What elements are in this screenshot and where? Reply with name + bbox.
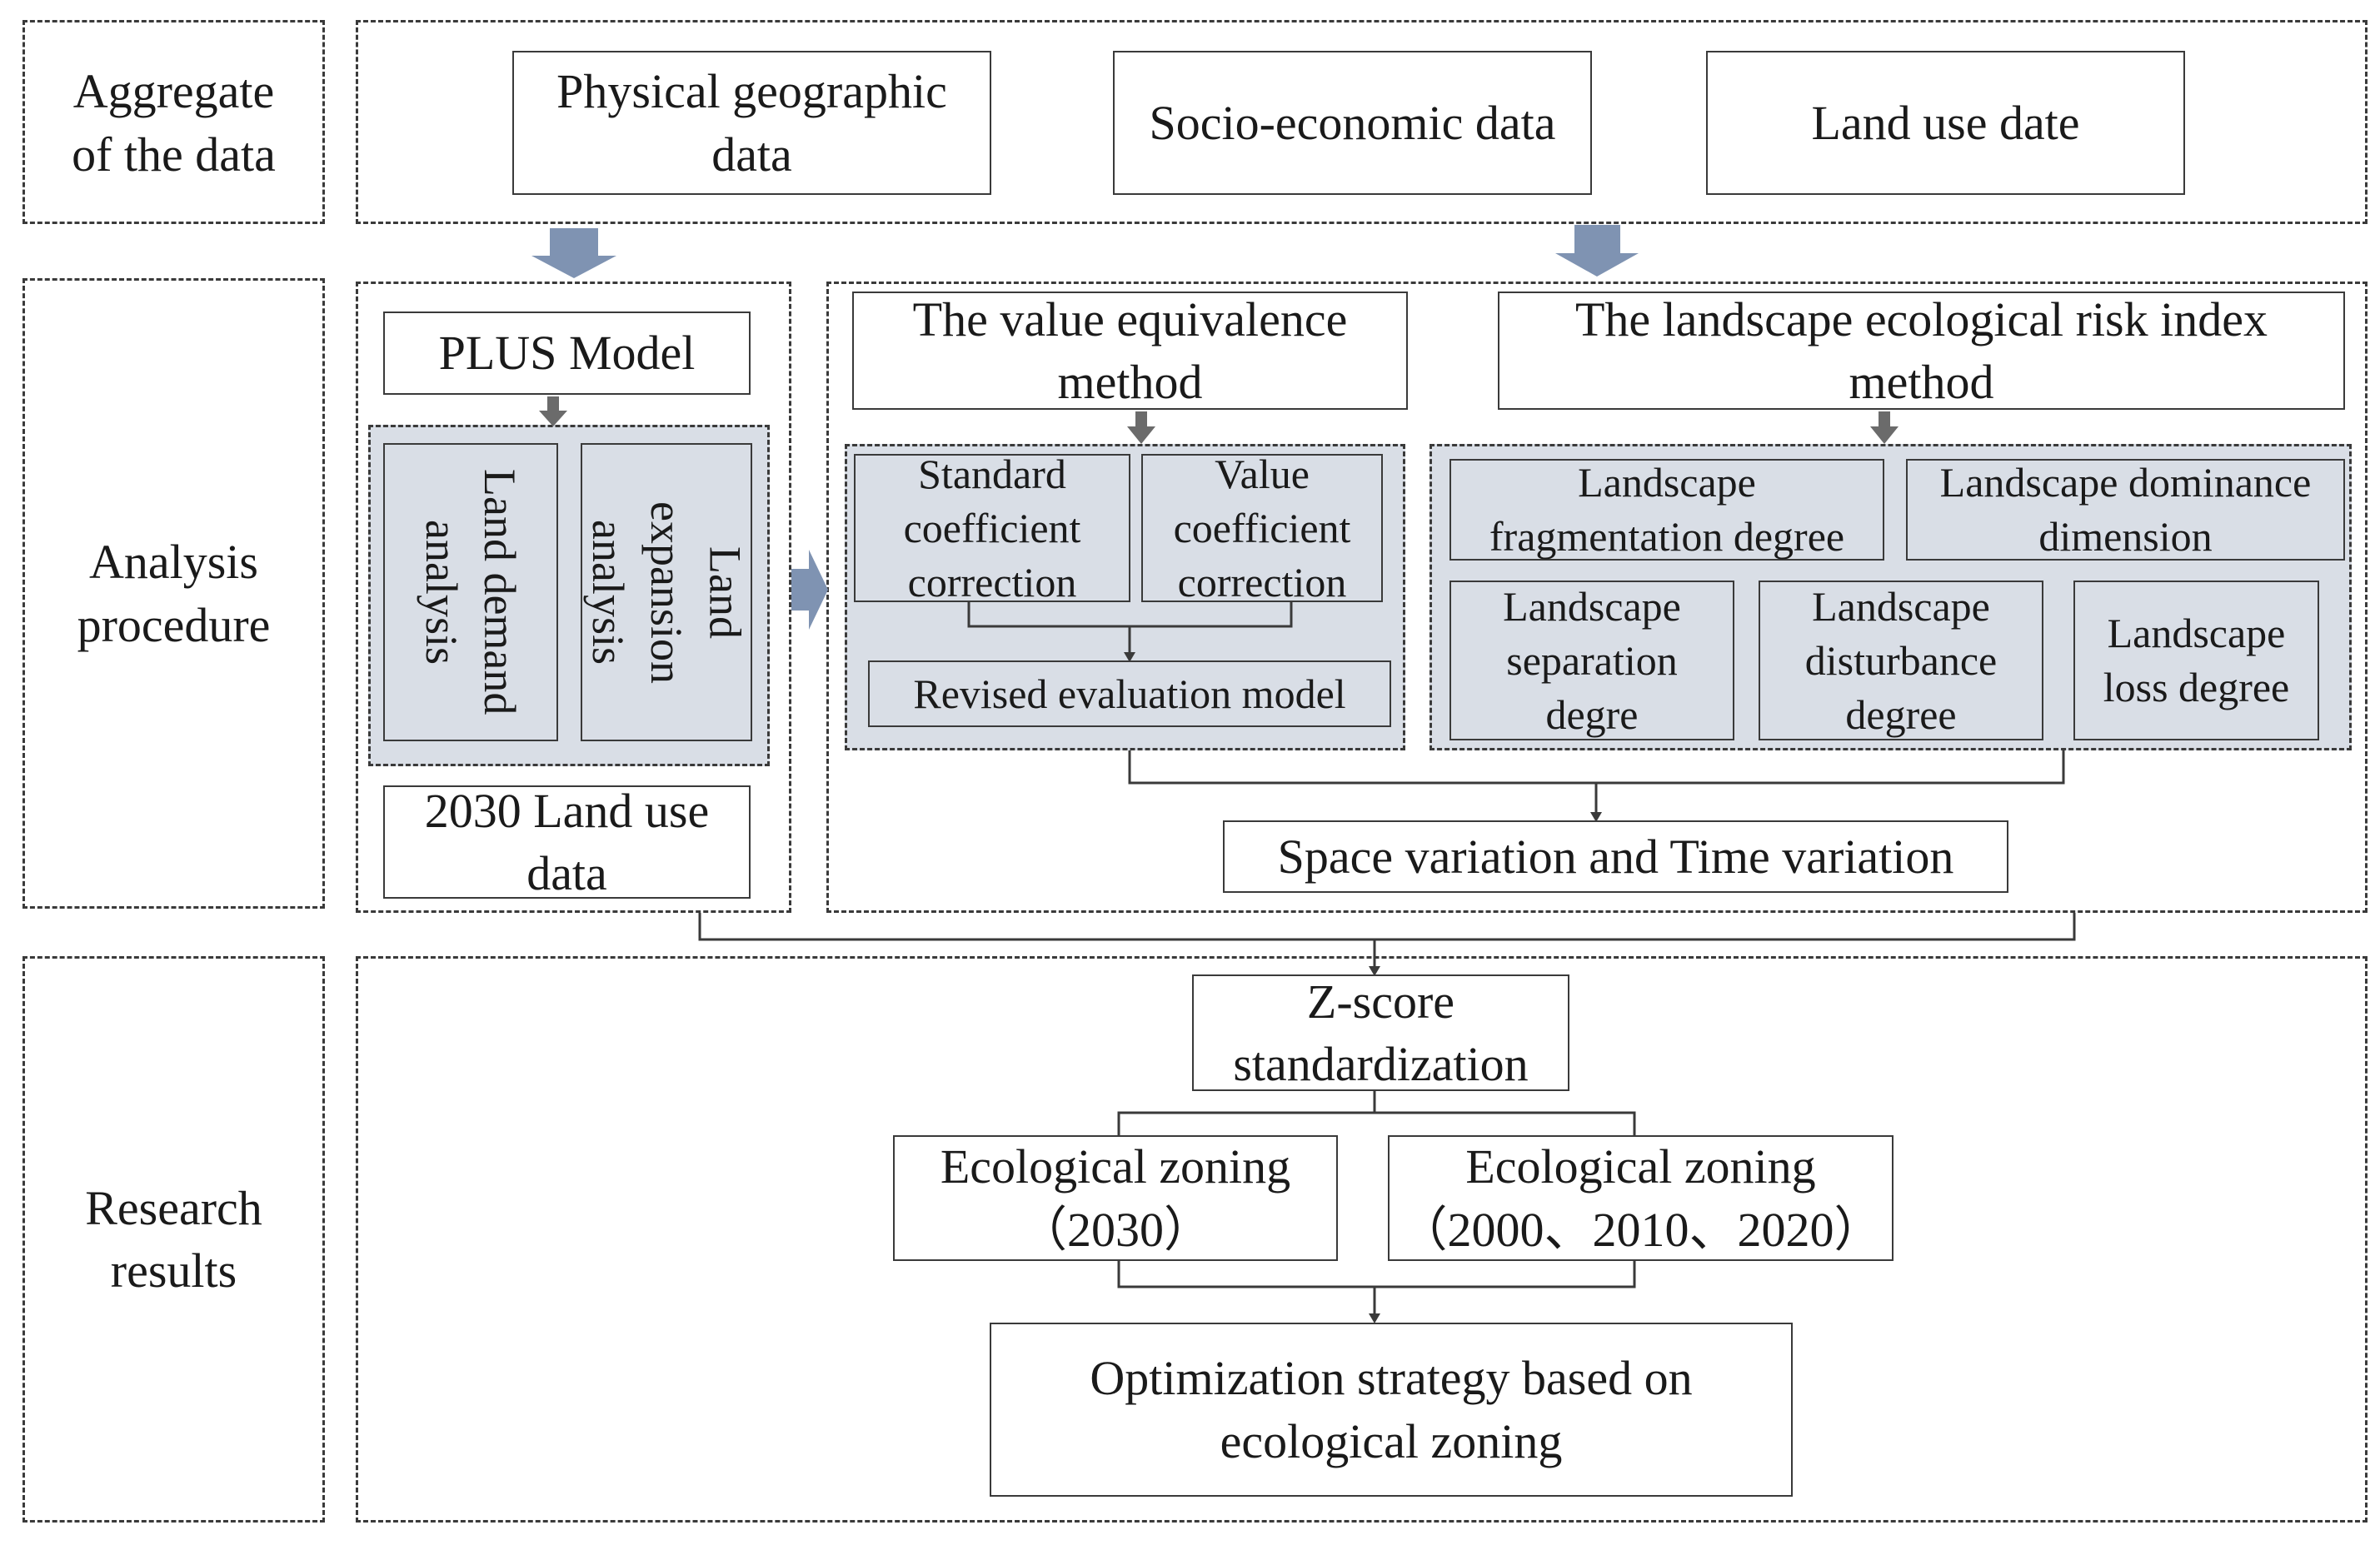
small-arrow-value	[1127, 411, 1155, 444]
arrowhead-space-time	[1590, 812, 1602, 822]
small-arrow-risk	[1870, 411, 1899, 444]
land-expansion-analysis-text: Land expansion analysis	[582, 501, 751, 684]
land-use-2030-box: 2030 Land use data	[383, 784, 751, 900]
ecological-zoning-2030-box: Ecological zoning （2030）	[893, 1135, 1338, 1261]
row-label-results: Research results	[85, 1180, 262, 1298]
space-time-variation-box: Space variation and Time variation	[1223, 820, 2008, 893]
landscape-fragmentation-box: Landscape fragmentation degree	[1449, 459, 1884, 561]
revised-evaluation-model-box: Revised evaluation model	[868, 660, 1391, 727]
small-arrow-plus	[539, 396, 567, 426]
row-label-aggregate: Aggregate of the data	[72, 64, 276, 182]
plus-frame	[356, 282, 791, 913]
results-content-frame	[356, 956, 2368, 1523]
landscape-disturbance-box: Landscape disturbance degree	[1759, 581, 2043, 740]
arrowhead-zscore	[1369, 966, 1380, 976]
block-arrow-right	[791, 550, 828, 630]
block-arrow-down-plus	[531, 228, 616, 278]
connector-evaluation-bracket	[1128, 750, 2065, 785]
landscape-dominance-box: Landscape dominance dimension	[1906, 459, 2345, 561]
z-score-standardization-box: Z-score standardization	[1192, 974, 1569, 1091]
land-expansion-analysis-box: Land expansion analysis	[581, 443, 752, 741]
land-demand-analysis-text: Land demand analysis	[417, 469, 526, 715]
landscape-loss-box: Landscape loss degree	[2073, 581, 2319, 740]
results-label-frame	[22, 956, 325, 1523]
socio-economic-data-box: Socio-economic data	[1113, 51, 1592, 195]
value-coefficient-correction-box: Value coefficient correction	[1141, 451, 1383, 606]
aggregate-content-frame	[356, 20, 2368, 224]
arrowhead-optimization	[1369, 1313, 1380, 1323]
row-label-analysis: Analysis procedure	[77, 535, 271, 652]
landscape-risk-method-box: The landscape ecological risk index meth…	[1498, 292, 2345, 410]
land-use-date-box: Land use date	[1706, 51, 2185, 195]
connector-analysis-bracket	[698, 913, 2076, 941]
ecological-zoning-historical-box: Ecological zoning （2000、2010、2020）	[1388, 1135, 1894, 1261]
connector-zoning-bottom-bracket	[1117, 1261, 1636, 1288]
arrowhead-revised-model	[1124, 652, 1135, 662]
block-arrow-down-evaluation	[1555, 225, 1639, 277]
evaluation-frame	[826, 282, 2368, 913]
optimization-strategy-box: Optimization strategy based on ecologica…	[990, 1323, 1793, 1497]
plus-model-box: PLUS Model	[383, 311, 751, 395]
value-equivalence-method-box: The value equivalence method	[852, 292, 1408, 410]
standard-coefficient-correction-box: Standard coefficient correction	[854, 451, 1130, 606]
land-demand-analysis-box: Land demand analysis	[383, 443, 558, 741]
landscape-separation-box: Landscape separation degre	[1449, 581, 1734, 740]
connector-zoning-top-bracket	[1117, 1111, 1636, 1135]
connector-corrections-bracket	[967, 602, 1293, 628]
analysis-label-frame	[22, 278, 325, 909]
aggregate-label-frame	[22, 20, 325, 224]
physical-geographic-data-box: Physical geographic data	[512, 51, 991, 195]
